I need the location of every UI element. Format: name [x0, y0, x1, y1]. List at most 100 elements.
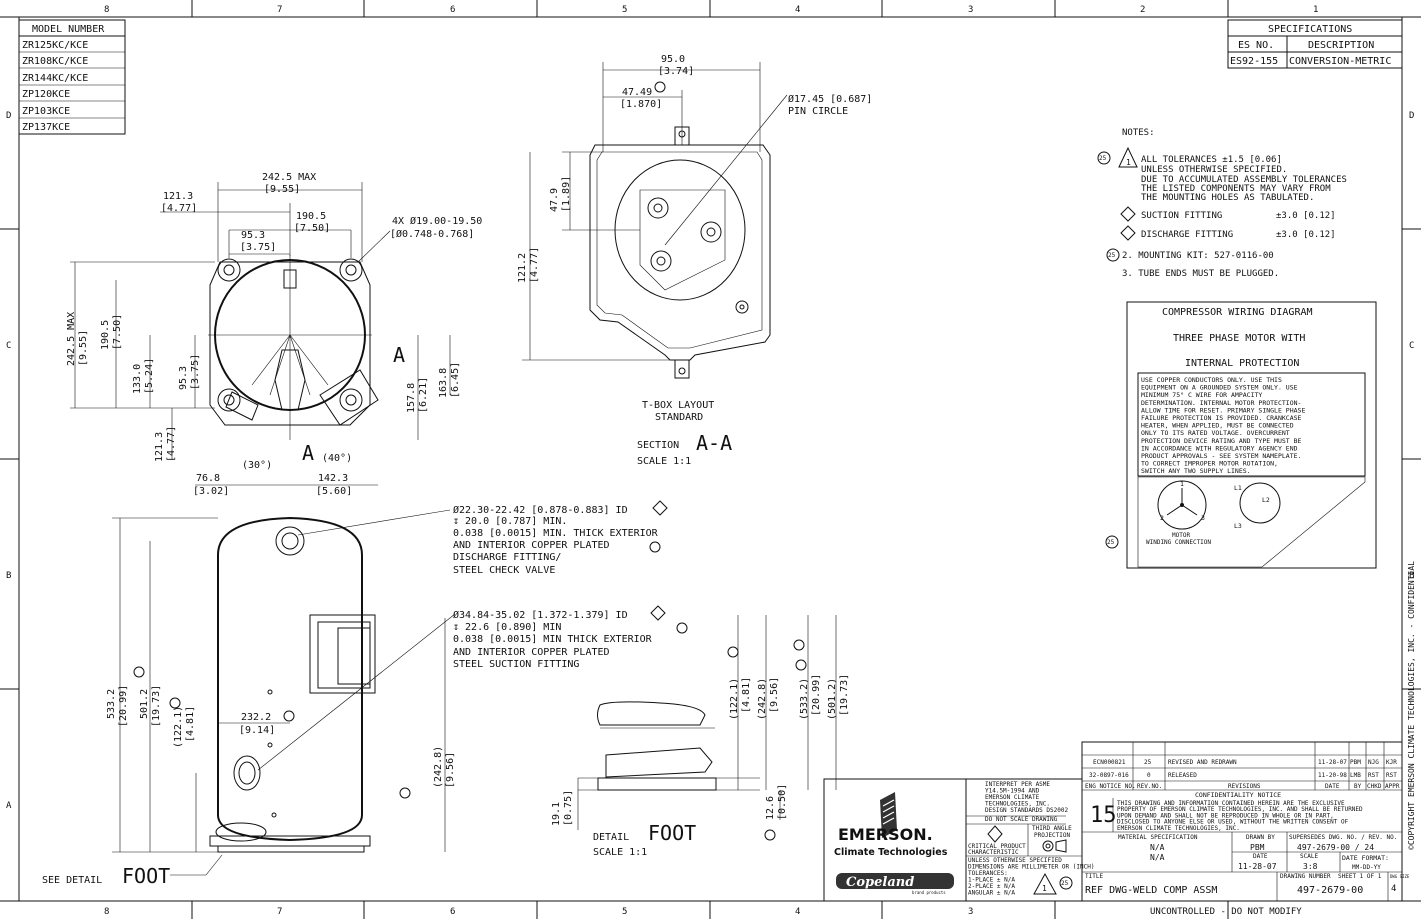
suction-callout: 0.038 [0.0015] MIN THICK EXTERIOR [453, 634, 653, 645]
model-row: ZP103KCE [22, 106, 70, 117]
notes-title: NOTES: [1122, 128, 1155, 138]
dim-text: [5.60] [316, 486, 352, 497]
supersedes-value: 497-2679-00 / 24 [1297, 843, 1374, 852]
rev-head: APPR [1385, 783, 1400, 790]
tbox-label: STANDARD [655, 412, 703, 423]
dim-text: 76.8 [196, 473, 220, 484]
discharge-callout: DISCHARGE FITTING/ [453, 552, 561, 563]
rev-head: REV.NO. [1137, 783, 1162, 790]
fitting-callouts: Ø22.30-22.42 [0.878-0.883] ID ↧ 20.0 [0.… [453, 500, 688, 670]
dim-text: 95.3 [178, 366, 189, 390]
mount-hole-icon [217, 258, 241, 282]
dim-text: 533.2 [106, 689, 117, 719]
row-a-left: A [6, 801, 12, 811]
specifications-table: SPECIFICATIONS ES NO. DESCRIPTION ES92-1… [1227, 19, 1403, 69]
dim-text: 121.3 [163, 191, 193, 202]
row-c-left: C [6, 341, 11, 351]
spec-es-no: ES92-155 [1230, 56, 1278, 67]
dim-text: 142.3 [318, 473, 348, 484]
dim-text: [0.75] [563, 790, 574, 826]
model-row: ZP137KCE [22, 122, 70, 133]
tolerance-line: DIMENSIONS ARE MILLIMETER OR (INCH) [968, 864, 1094, 871]
bubble-label: 25 [1061, 880, 1069, 887]
dim-text: [3.75] [190, 354, 201, 390]
supply-lines-icon [1239, 482, 1281, 524]
emerson-wordmark: EMERSON. [838, 825, 933, 844]
col-4-top: 4 [795, 5, 800, 15]
rev-date: 11-20-98 [1318, 772, 1347, 779]
col-1-top: 1 [1313, 5, 1318, 15]
foot-detail-view [578, 615, 837, 791]
rev-chkd: RST [1368, 772, 1379, 779]
dim-text: [20.99] [811, 674, 822, 716]
detail-label: DETAIL [593, 832, 629, 843]
model-number-table: MODEL NUMBER ZR125KC/KCE ZR108KC/KCE ZR1… [18, 19, 126, 135]
third-angle-label: PROJECTION [1034, 832, 1071, 839]
wiring-diagram: COMPRESSOR WIRING DIAGRAM THREE PHASE MO… [1105, 301, 1377, 569]
section-scale: SCALE 1:1 [637, 456, 691, 467]
foot-detail-dimensions: (122.1) [4.81] (242.8) [9.56] (533.2) [2… [551, 639, 850, 858]
dim-text: 501.2 [139, 689, 150, 719]
dim-text: (533.2) [799, 678, 810, 720]
climate-technologies-wordmark: Climate Technologies [834, 847, 948, 858]
wiring-text-line: HEATER, WHEN APPLIED, MUST BE CONNECTED [1141, 422, 1294, 430]
model-row: ZP120KCE [22, 89, 70, 100]
dim-text: [4.81] [741, 677, 752, 713]
dim-text: [1.870] [620, 99, 662, 110]
revision-bubble-icon [654, 81, 666, 93]
emerson-logo-icon [880, 792, 897, 838]
dim-text: 121.2 [517, 253, 528, 283]
drawn-label: DRAWN BY [1246, 834, 1275, 841]
suction-callout: AND INTERIOR COPPER PLATED [453, 647, 610, 658]
revision-bubble-icon [1105, 535, 1119, 549]
terminal-2: 2 [1160, 514, 1164, 522]
scale-value: 3:8 [1303, 862, 1318, 871]
section-a-a: A-A [696, 431, 732, 455]
foot-label: FOOT [122, 864, 170, 888]
row-b-right: B [1409, 571, 1414, 581]
wiring-title-2: THREE PHASE MOTOR WITH [1173, 333, 1305, 344]
column-labels-top: 8 7 6 5 4 3 2 1 [104, 5, 1318, 15]
dim-text: 19.1 [551, 802, 562, 826]
suction-callout: Ø34.84-35.02 [1.372-1.379] ID [453, 609, 628, 621]
dim-text: (122.1) [729, 678, 740, 720]
date-format-label: DATE FORMAT: [1342, 854, 1389, 862]
tolerance-line: ANGULAR ± N/A [968, 890, 1015, 897]
dim-text: [9.55] [78, 330, 89, 366]
dim-text: [5.24] [144, 358, 155, 394]
dim-text: [9.55] [264, 184, 300, 195]
model-row: ZR125KC/KCE [22, 40, 88, 51]
col-8-top: 8 [104, 5, 109, 15]
rev-by: LMB [1350, 772, 1361, 779]
note-1-line: THE MOUNTING HOLES AS TABULATED. [1141, 193, 1314, 203]
column-labels-bottom: 8 7 6 5 4 3 [104, 907, 973, 917]
big-revision: 15 [1090, 803, 1117, 828]
dim-text: [7.50] [112, 314, 123, 350]
dim-text: 95.3 [241, 230, 265, 241]
dim-text: 95.0 [661, 54, 685, 65]
third-angle-projection-icon [1042, 839, 1067, 853]
interpret-line: EMERSON CLIMATE [985, 794, 1040, 801]
line-l1: L1 [1234, 484, 1242, 492]
tolerance-line: 2-PLACE ± N/A [968, 883, 1015, 890]
copeland-logo-icon [836, 873, 954, 889]
revision-bubble-icon [727, 646, 739, 658]
row-d-right: D [1409, 111, 1414, 121]
material-label: MATERIAL SPECIFICATION [1118, 834, 1198, 841]
section-a-marker: A [302, 441, 314, 465]
model-row: ZR144KC/KCE [22, 73, 88, 84]
dim-text: (242.8) [757, 678, 768, 720]
confidentiality-title: CONFIDENTIALITY NOTICE [1195, 791, 1281, 799]
dim-text: 12.6 [765, 796, 776, 820]
dwg-size-label: DWG SIZE [1390, 874, 1410, 879]
mount-hole-icon [339, 388, 363, 412]
discharge-fitting-tol: ±3.0 [0.12] [1276, 230, 1336, 240]
col-2-top: 2 [1140, 5, 1145, 15]
top-view-dimensions: 242.5 MAX [9.55] 121.3 [4.77] 190.5 [7.5… [66, 172, 482, 497]
wiring-text-line: PROTECTION DEVICE RATING AND TYPE MUST B… [1141, 437, 1302, 445]
revision-bubble-icon [676, 622, 688, 634]
uncontrolled-notice: UNCONTROLLED - DO NOT MODIFY [1150, 907, 1302, 917]
rev-head: BY [1354, 783, 1362, 790]
confidentiality-line: DISCLOSED TO ANYONE ELSE OR USED, WITHOU… [1117, 819, 1349, 826]
note-1-line: ALL TOLERANCES ±1.5 [0.06] [1141, 155, 1282, 165]
